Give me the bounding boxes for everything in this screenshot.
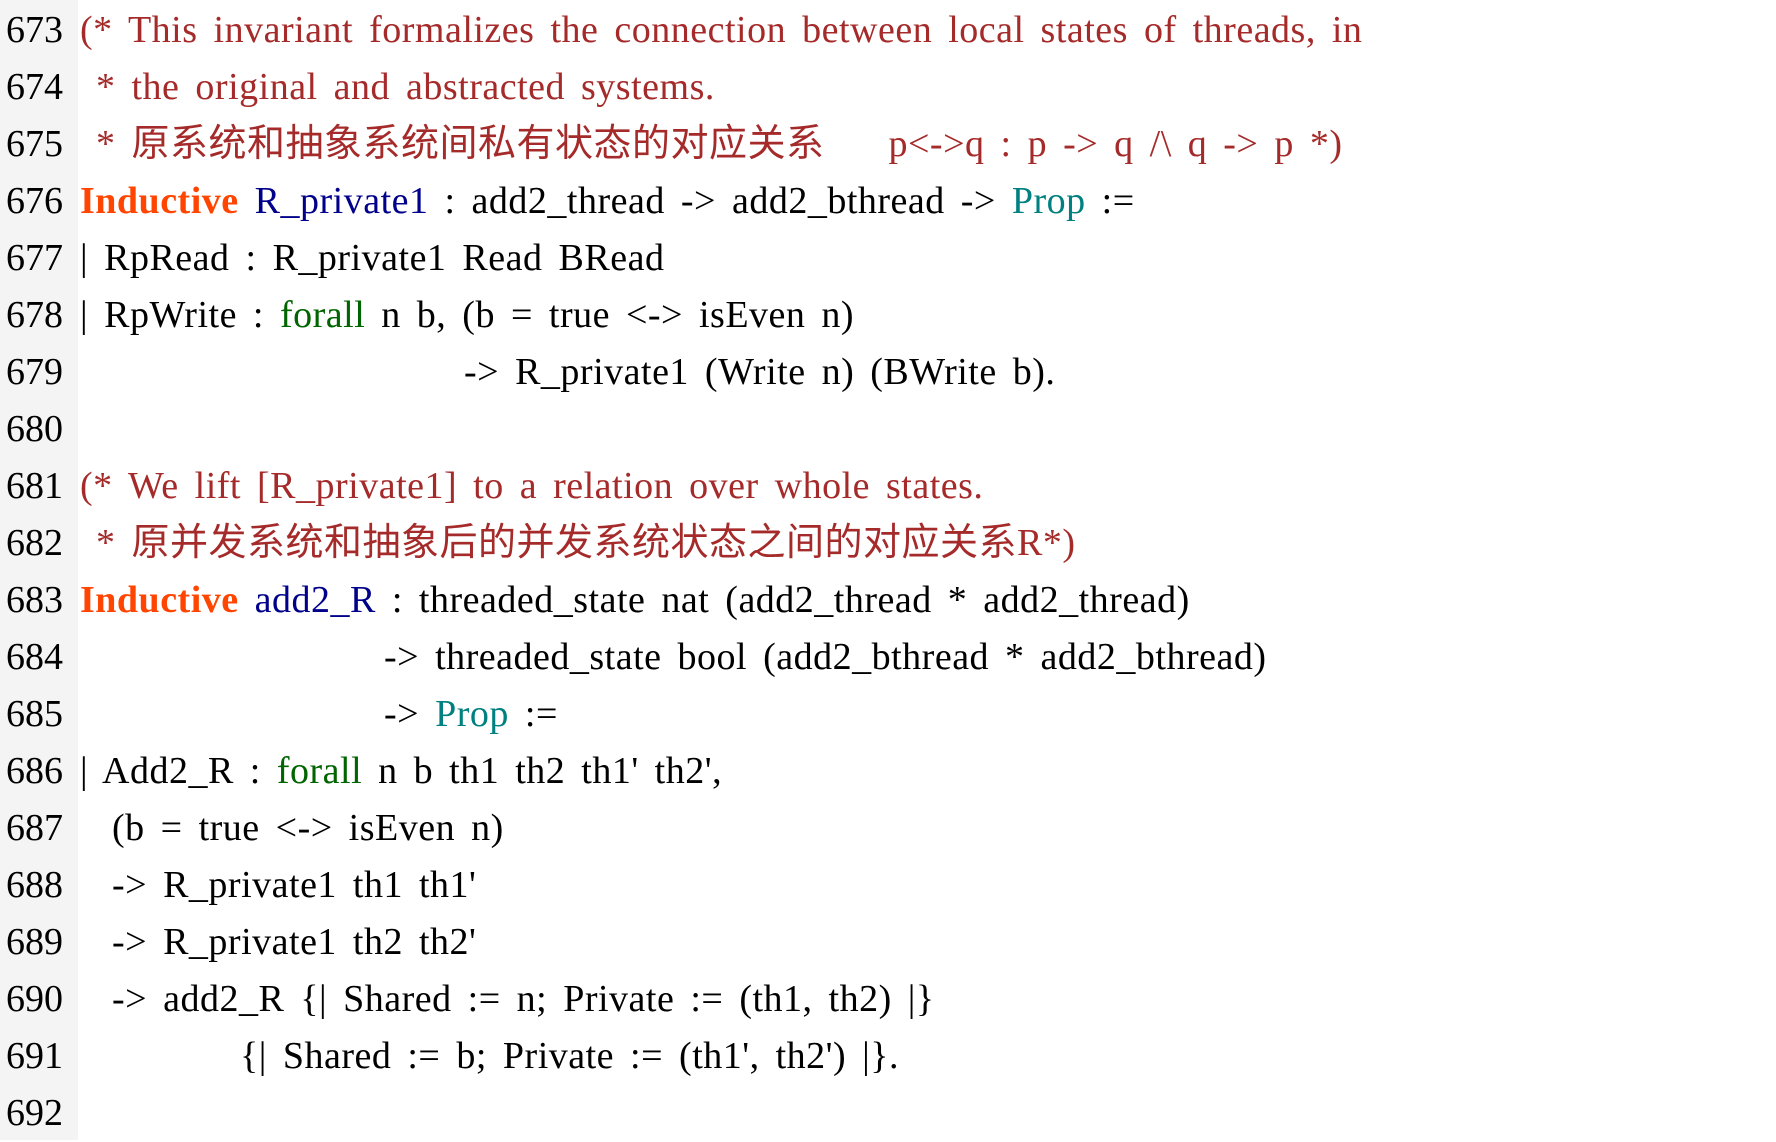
identifier: R_private1 bbox=[254, 180, 429, 222]
line-content: | RpRead : R_private1 Read BRead bbox=[80, 230, 664, 287]
line-content: Inductive add2_R : threaded_state nat (a… bbox=[80, 572, 1190, 629]
comment-text: (* We lift [R_private1] to a relation ov… bbox=[80, 465, 984, 507]
line-content: -> R_private1 (Write n) (BWrite b). bbox=[80, 344, 1055, 401]
code-line[interactable]: 679 -> R_private1 (Write n) (BWrite b). bbox=[0, 344, 1776, 401]
line-content: {| Shared := b; Private := (th1', th2') … bbox=[80, 1028, 899, 1085]
comment-text: * 原系统和抽象系统间私有状态的对应关系 p<->q : p -> q /\ q… bbox=[80, 123, 1343, 165]
code-text: {| Shared := b; Private := (th1', th2') … bbox=[80, 1035, 900, 1077]
code-text: := bbox=[1085, 180, 1135, 222]
comment-text: (* This invariant formalizes the connect… bbox=[80, 9, 1363, 51]
code-line[interactable]: 686 | Add2_R : forall n b th1 th2 th1' th… bbox=[0, 743, 1776, 800]
line-number: 684 bbox=[6, 636, 63, 678]
forall-keyword: forall bbox=[276, 750, 363, 792]
line-number: 674 bbox=[6, 66, 63, 108]
code-line[interactable]: 675 * 原系统和抽象系统间私有状态的对应关系 p<->q : p -> q … bbox=[0, 116, 1776, 173]
code-line[interactable]: 676 Inductive R_private1 : add2_thread ->… bbox=[0, 173, 1776, 230]
line-number: 673 bbox=[6, 9, 63, 51]
line-number-gutter bbox=[0, 0, 78, 1140]
line-content: * the original and abstracted systems. bbox=[80, 59, 715, 116]
code-line[interactable]: 688 -> R_private1 th1 th1' bbox=[0, 857, 1776, 914]
code-text: -> R_private1 th2 th2' bbox=[80, 921, 477, 963]
code-text: : add2_thread -> add2_bthread -> bbox=[428, 180, 1012, 222]
keyword: Inductive bbox=[80, 579, 239, 621]
code-text: | RpWrite : bbox=[80, 294, 280, 336]
code-text: | Add2_R : bbox=[80, 750, 277, 792]
line-number: 689 bbox=[6, 921, 63, 963]
line-content: -> add2_R {| Shared := n; Private := (th… bbox=[80, 971, 935, 1028]
line-content: (* We lift [R_private1] to a relation ov… bbox=[80, 458, 983, 515]
code-line[interactable]: 691 {| Shared := b; Private := (th1', th… bbox=[0, 1028, 1776, 1085]
code-text bbox=[239, 579, 255, 621]
line-content: -> R_private1 th1 th1' bbox=[80, 857, 476, 914]
line-content: | Add2_R : forall n b th1 th2 th1' th2', bbox=[80, 743, 722, 800]
code-text: -> add2_R {| Shared := n; Private := (th… bbox=[80, 978, 935, 1020]
code-line[interactable]: 685 -> Prop := bbox=[0, 686, 1776, 743]
code-line[interactable]: 674 * the original and abstracted system… bbox=[0, 59, 1776, 116]
line-number: 690 bbox=[6, 978, 63, 1020]
code-text: -> threaded_state bool (add2_bthread * a… bbox=[80, 636, 1267, 678]
line-content: * 原系统和抽象系统间私有状态的对应关系 p<->q : p -> q /\ q… bbox=[80, 116, 1343, 173]
line-content: -> threaded_state bool (add2_bthread * a… bbox=[80, 629, 1267, 686]
code-text: | RpRead : R_private1 Read BRead bbox=[80, 237, 665, 279]
line-number: 692 bbox=[6, 1092, 63, 1134]
line-number: 686 bbox=[6, 750, 63, 792]
code-line[interactable]: 690 -> add2_R {| Shared := n; Private :=… bbox=[0, 971, 1776, 1028]
line-number: 683 bbox=[6, 579, 63, 621]
code-text: n b th1 th2 th1' th2', bbox=[362, 750, 723, 792]
code-text: n b, (b = true <-> isEven n) bbox=[365, 294, 855, 336]
code-line[interactable]: 689 -> R_private1 th2 th2' bbox=[0, 914, 1776, 971]
code-text: -> R_private1 (Write n) (BWrite b). bbox=[80, 351, 1056, 393]
line-number: 688 bbox=[6, 864, 63, 906]
line-number: 680 bbox=[6, 408, 63, 450]
code-line[interactable]: 680 bbox=[0, 401, 1776, 458]
code-line[interactable]: 681 (* We lift [R_private1] to a relation… bbox=[0, 458, 1776, 515]
identifier: add2_R bbox=[254, 579, 376, 621]
line-number: 676 bbox=[6, 180, 63, 222]
code-line[interactable]: 683 Inductive add2_R : threaded_state nat… bbox=[0, 572, 1776, 629]
code-line[interactable]: 687 (b = true <-> isEven n) bbox=[0, 800, 1776, 857]
line-content: | RpWrite : forall n b, (b = true <-> is… bbox=[80, 287, 854, 344]
code-line[interactable]: 673 (* This invariant formalizes the conn… bbox=[0, 2, 1776, 59]
line-number: 677 bbox=[6, 237, 63, 279]
comment-text: * 原并发系统和抽象后的并发系统状态之间的对应关系R*) bbox=[80, 522, 1076, 564]
line-number: 675 bbox=[6, 123, 63, 165]
comment-text: * the original and abstracted systems. bbox=[80, 66, 715, 108]
type-name: Prop bbox=[1011, 180, 1086, 222]
code-text: (b = true <-> isEven n) bbox=[80, 807, 504, 849]
code-text: := bbox=[508, 693, 558, 735]
line-number: 691 bbox=[6, 1035, 63, 1077]
code-text: : threaded_state nat (add2_thread * add2… bbox=[375, 579, 1190, 621]
line-number: 679 bbox=[6, 351, 63, 393]
line-number: 685 bbox=[6, 693, 63, 735]
code-line[interactable]: 684 -> threaded_state bool (add2_bthread… bbox=[0, 629, 1776, 686]
code-line[interactable]: 677 | RpRead : R_private1 Read BRead bbox=[0, 230, 1776, 287]
line-number: 687 bbox=[6, 807, 63, 849]
line-content: -> Prop := bbox=[80, 686, 558, 743]
type-name: Prop bbox=[435, 693, 509, 735]
line-content: (b = true <-> isEven n) bbox=[80, 800, 504, 857]
line-number: 682 bbox=[6, 522, 63, 564]
line-content: Inductive R_private1 : add2_thread -> ad… bbox=[80, 173, 1135, 230]
line-number: 678 bbox=[6, 294, 63, 336]
line-number: 681 bbox=[6, 465, 63, 507]
keyword: Inductive bbox=[80, 180, 239, 222]
code-text: -> R_private1 th1 th1' bbox=[80, 864, 477, 906]
line-content: -> R_private1 th2 th2' bbox=[80, 914, 476, 971]
code-text: -> bbox=[80, 693, 436, 735]
line-content: * 原并发系统和抽象后的并发系统状态之间的对应关系R*) bbox=[80, 515, 1076, 572]
forall-keyword: forall bbox=[280, 294, 366, 336]
code-line[interactable]: 678 | RpWrite : forall n b, (b = true <->… bbox=[0, 287, 1776, 344]
code-line[interactable]: 682 * 原并发系统和抽象后的并发系统状态之间的对应关系R*) bbox=[0, 515, 1776, 572]
code-text bbox=[239, 180, 255, 222]
line-content: (* This invariant formalizes the connect… bbox=[80, 2, 1362, 59]
code-line[interactable]: 692 bbox=[0, 1085, 1776, 1142]
